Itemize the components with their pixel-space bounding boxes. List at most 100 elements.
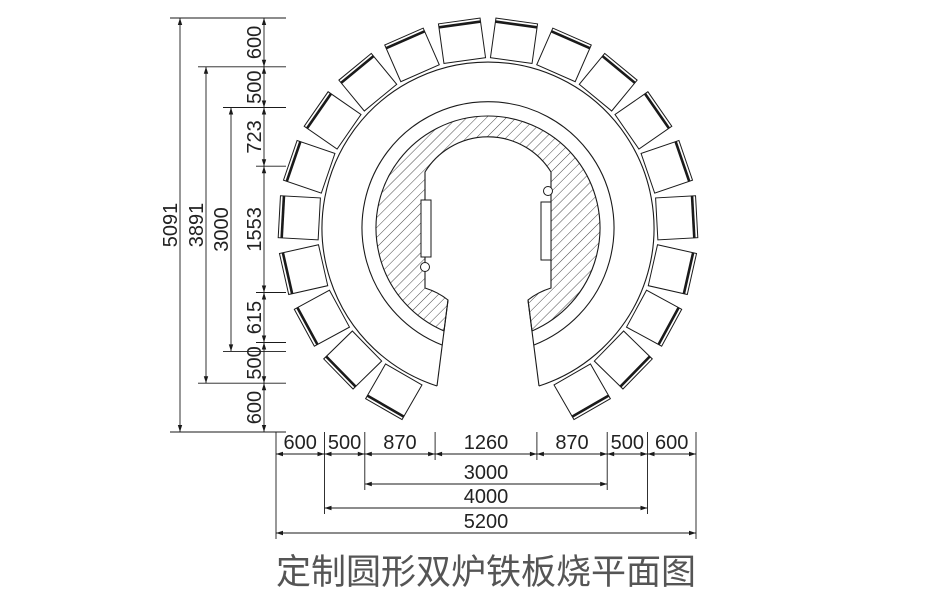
vertical-segment-label: 500 (244, 346, 266, 379)
chair (655, 195, 699, 241)
chair-backrest (281, 252, 294, 294)
chair (293, 289, 351, 347)
dimension-arrowhead (261, 59, 267, 67)
chair-backrest (682, 252, 695, 294)
dimension-arrowhead (689, 530, 696, 536)
chair (489, 17, 539, 65)
chair-seat (293, 289, 351, 347)
dimension-arrowhead (357, 451, 365, 457)
dimension-arrowhead (529, 451, 537, 457)
dimension-arrowhead (428, 451, 436, 457)
dimension-arrowhead (276, 451, 283, 457)
chair-seat (593, 330, 653, 390)
left-burner-control (420, 199, 432, 258)
chair (278, 244, 329, 296)
chair-seat (614, 91, 673, 150)
horizontal-segment-label: 870 (383, 432, 416, 454)
drawing-title: 定制圆形双炉铁板烧平面图 (276, 553, 696, 593)
dimension-arrowhead (261, 159, 267, 167)
chair (553, 363, 612, 421)
chair (593, 330, 653, 390)
dimension-arrowhead (261, 100, 267, 108)
right-burner-control (540, 201, 552, 261)
dimension-arrowhead (261, 18, 267, 25)
chair-seat (277, 195, 321, 241)
chair-backrest (690, 195, 696, 238)
horizontal-partial-label: 4000 (464, 486, 509, 508)
chair-seat (655, 195, 699, 241)
dimension-arrowhead (607, 451, 615, 457)
griddle-hatched-surface (375, 115, 601, 332)
horizontal-overall-label: 5200 (464, 511, 509, 533)
chair (364, 363, 423, 421)
chair-backrest (385, 30, 426, 50)
chair-seat (364, 363, 423, 421)
chair (640, 139, 694, 194)
dimension-arrowhead (261, 107, 267, 115)
chair-backrest (643, 93, 670, 130)
round-table (321, 61, 655, 387)
vertical-segment-label: 500 (244, 71, 266, 104)
chair-seat (578, 52, 638, 112)
chair-backrest (285, 141, 302, 182)
dimension-arrowhead (261, 335, 267, 343)
chair-seat (647, 244, 698, 296)
chair-seat (489, 17, 539, 65)
horizontal-segment-label: 500 (328, 432, 361, 454)
chair (384, 27, 440, 83)
vertical-segment-label: 723 (244, 120, 266, 153)
table-outer-edge (321, 61, 655, 387)
chair (536, 27, 592, 83)
dimension-arrowhead (261, 376, 267, 384)
vertical-overall-label: 5091 (160, 203, 182, 248)
chair-seat (323, 330, 383, 390)
dimension-arrowhead (324, 505, 332, 511)
vertical-inner-label: 3000 (211, 207, 233, 252)
chair (323, 330, 383, 390)
chairs (277, 17, 699, 421)
horizontal-dimension-labels: 600 500 870 1260 870 500 600 3000 4000 5… (284, 432, 689, 533)
dimension-arrowhead (364, 481, 372, 487)
chair-backrest (619, 355, 651, 388)
chair-backrest (438, 20, 481, 29)
dimension-arrowhead (261, 383, 267, 391)
chair-seat (553, 363, 612, 421)
chair-backrest (601, 55, 636, 84)
chair-seat (278, 244, 329, 296)
chair-seat (625, 289, 683, 347)
horizontal-segment-label: 1260 (464, 432, 509, 454)
chair-backrest (325, 355, 357, 388)
dimension-arrowhead (228, 344, 234, 352)
chair-backrest (366, 394, 405, 418)
vertical-partial-label: 3891 (186, 203, 208, 248)
chair (277, 195, 321, 241)
vertical-segment-label: 600 (244, 26, 266, 59)
dimension-arrowhead (261, 66, 267, 74)
vertical-segment-label: 1553 (244, 207, 266, 252)
dimension-arrowhead (647, 451, 655, 457)
dimension-arrowhead (600, 481, 608, 487)
horizontal-segment-label: 600 (655, 432, 688, 454)
chair-backrest (280, 195, 286, 238)
chair (578, 52, 638, 112)
table-inner-edge (361, 101, 615, 346)
chair-backrest (306, 93, 333, 130)
dimension-arrowhead (261, 425, 267, 432)
horizontal-segment-label: 500 (611, 432, 644, 454)
dimension-arrowhead (203, 376, 209, 384)
chair (647, 244, 698, 296)
dimension-arrowhead (177, 18, 183, 25)
chair-backrest (674, 141, 691, 182)
chair (303, 91, 362, 150)
chair (437, 17, 487, 65)
left-control-knob (420, 262, 430, 272)
right-control-knob (543, 186, 553, 196)
chair (338, 52, 398, 112)
vertical-dimension-labels: 5091 3891 3000 600 500 723 1553 615 500 … (160, 26, 266, 425)
dimension-arrowhead (600, 451, 608, 457)
dimension-arrowhead (689, 451, 696, 457)
chair-seat (303, 91, 362, 150)
chair-backrest (340, 55, 375, 84)
dimension-arrowhead (261, 292, 267, 300)
